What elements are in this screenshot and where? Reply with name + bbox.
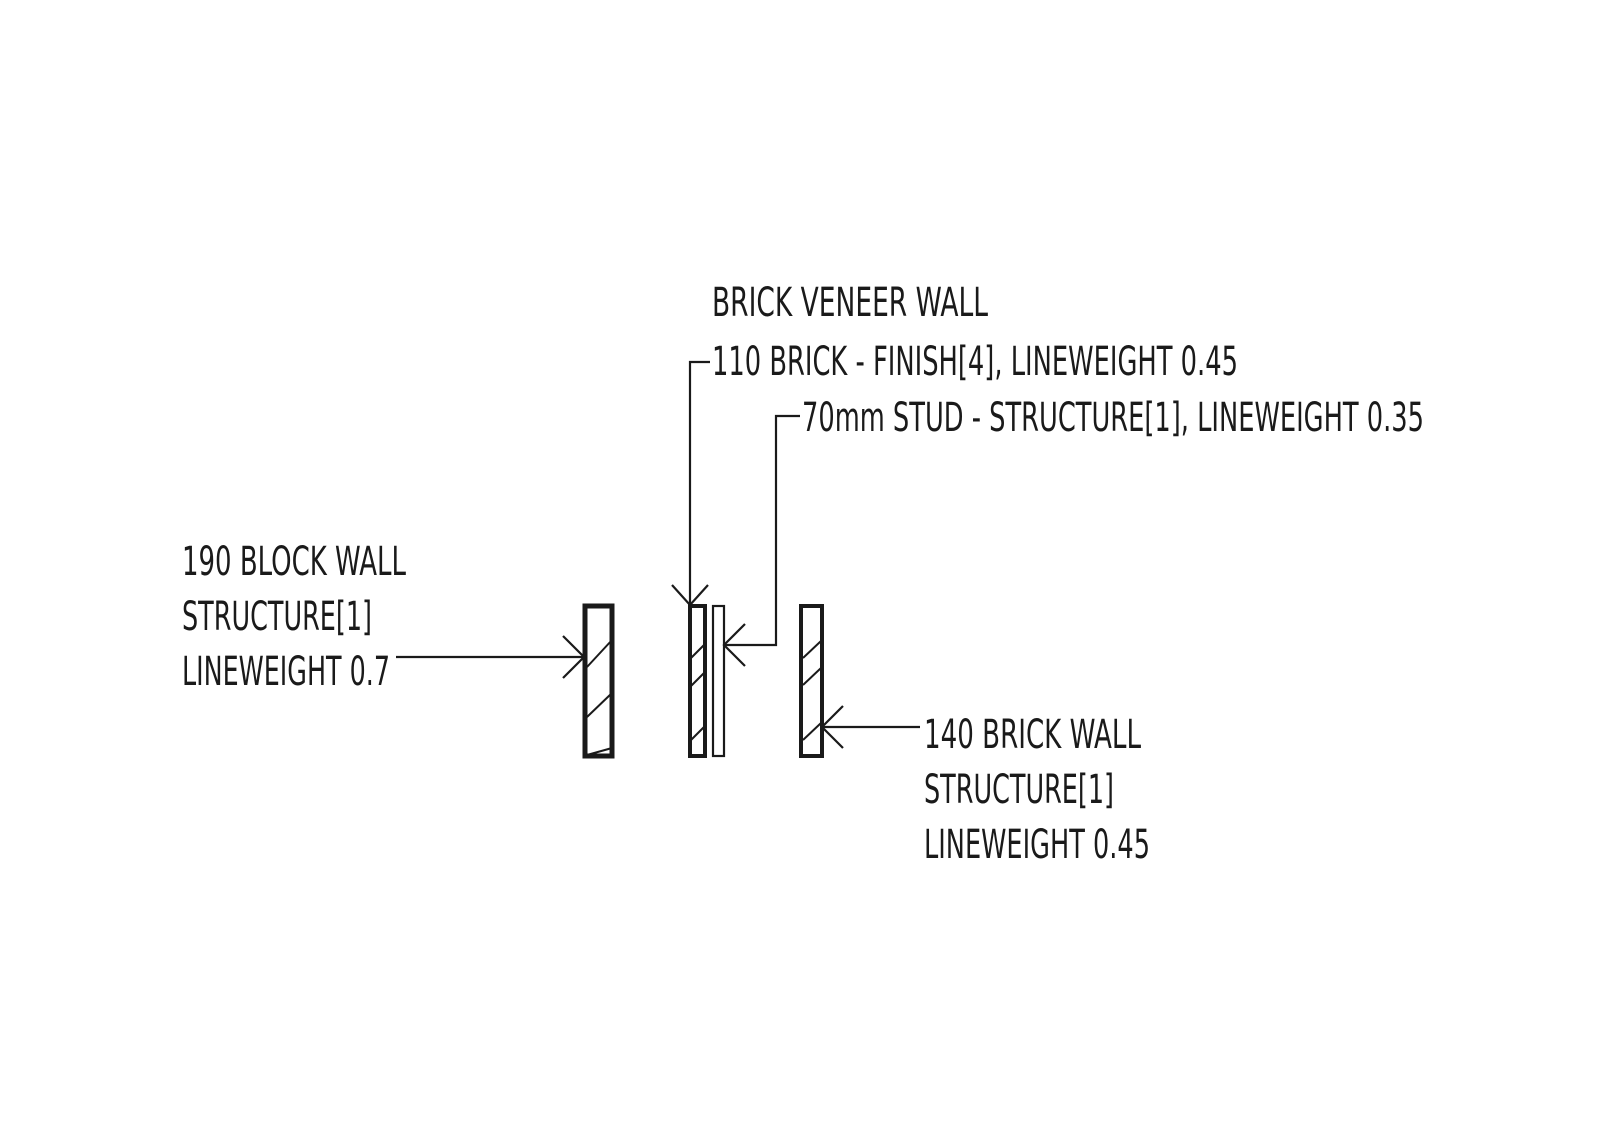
brick-wall-section [799,604,824,758]
block-wall-section [582,603,615,759]
brick-layer-leader [671,360,710,607]
brick-veneer-brick-leaf [688,604,707,758]
brick-wall-lineweight: LINEWEIGHT 0.45 [924,822,1150,868]
brick-wall-leader [820,705,920,749]
block-wall-title: 190 BLOCK WALL [182,539,406,585]
brick-wall-function: STRUCTURE[1] [924,767,1114,813]
brick-layer-label: 110 BRICK - FINISH[4], LINEWEIGHT 0.45 [712,339,1238,385]
stud-layer-leader [722,414,800,667]
brick-wall-title: 140 BRICK WALL [924,712,1141,758]
brick-veneer-title: BRICK VENEER WALL [712,280,988,326]
stud-layer-label: 70mm STUD - STRUCTURE[1], LINEWEIGHT 0.3… [802,395,1424,441]
brick-veneer-stud [711,604,726,758]
block-wall-leader [396,635,586,679]
block-wall-function: STRUCTURE[1] [182,594,372,640]
block-wall-lineweight: LINEWEIGHT 0.7 [182,649,390,695]
